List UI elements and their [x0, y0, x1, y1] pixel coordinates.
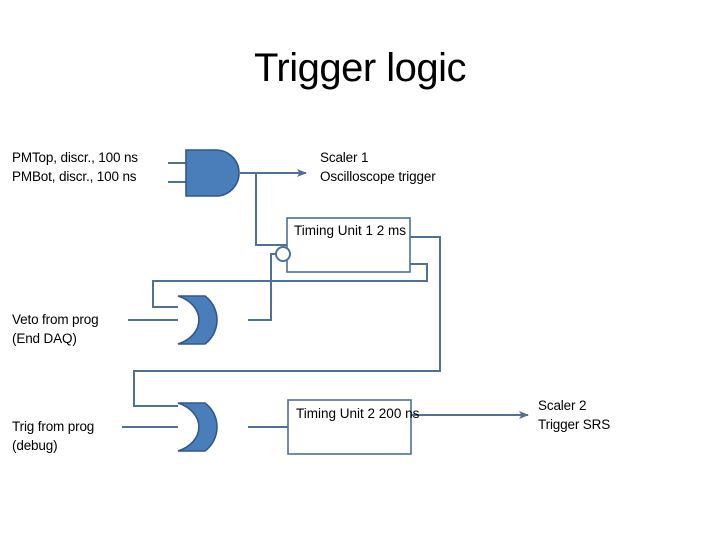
wire-timing1-to-or1: [152, 263, 428, 308]
wire-group-and-output: [240, 169, 307, 246]
label-veto-line1: Veto from prog: [12, 312, 99, 327]
label-pmtop-line1: PMTop, discr., 100 ns: [12, 150, 138, 165]
label-pmbot: PMBot, discr., 100 ns: [12, 167, 137, 186]
page-title: Trigger logic: [253, 46, 467, 90]
wire-group-or1-output: [248, 253, 276, 321]
wire-or1-to-timing1-inverter: [248, 253, 276, 321]
and-gate: [185, 149, 240, 197]
timing-unit-1-box: [286, 217, 411, 273]
label-pmtop: PMTop, discr., 100 ns: [12, 148, 138, 167]
wire-and-to-timing-unit-1: [255, 173, 287, 246]
label-trig-line1: Trig from prog: [12, 419, 95, 434]
or-gate-1-body: [177, 295, 218, 345]
timing-unit-2-label: Timing Unit 2 200 ns: [296, 403, 419, 424]
label-trig: Trig from prog (debug): [12, 417, 94, 455]
timing-unit-1-block: [275, 217, 411, 273]
timing-unit-1-inverter-bubble: [275, 246, 291, 262]
timing-unit-1-name: Timing Unit 1: [294, 223, 374, 238]
timing-unit-2-box: [287, 399, 412, 455]
label-scaler1: Scaler 1 Oscilloscope trigger: [320, 148, 436, 186]
wire-group-timing1-feedback: [133, 236, 441, 407]
label-scaler1-line2: Oscilloscope trigger: [320, 169, 436, 184]
label-scaler2: Scaler 2 Trigger SRS: [538, 396, 610, 434]
or-gate-2-body: [177, 402, 218, 452]
wire-group-inputs: [122, 162, 186, 428]
label-trig-line2: (debug): [12, 438, 58, 453]
or-gate-1: [177, 295, 218, 345]
timing-unit-2-value: 200 ns: [378, 406, 420, 421]
label-scaler2-line1: Scaler 2: [538, 398, 587, 413]
and-gate-body: [185, 149, 240, 197]
timing-unit-2-name: Timing Unit 2: [296, 406, 376, 421]
timing-unit-2-block: [287, 399, 412, 455]
wire-timing1-to-or2: [133, 236, 441, 407]
label-veto-line2: (End DAQ): [12, 331, 77, 346]
label-pmbot-line1: PMBot, discr., 100 ns: [12, 169, 137, 184]
timing-unit-1-label: Timing Unit 1 2 ms: [294, 220, 406, 241]
label-scaler1-line1: Scaler 1: [320, 150, 369, 165]
label-veto: Veto from prog (End DAQ): [12, 310, 99, 348]
timing-unit-1-value: 2 ms: [376, 223, 407, 238]
label-scaler2-line2: Trigger SRS: [538, 417, 611, 432]
or-gate-2: [177, 402, 218, 452]
